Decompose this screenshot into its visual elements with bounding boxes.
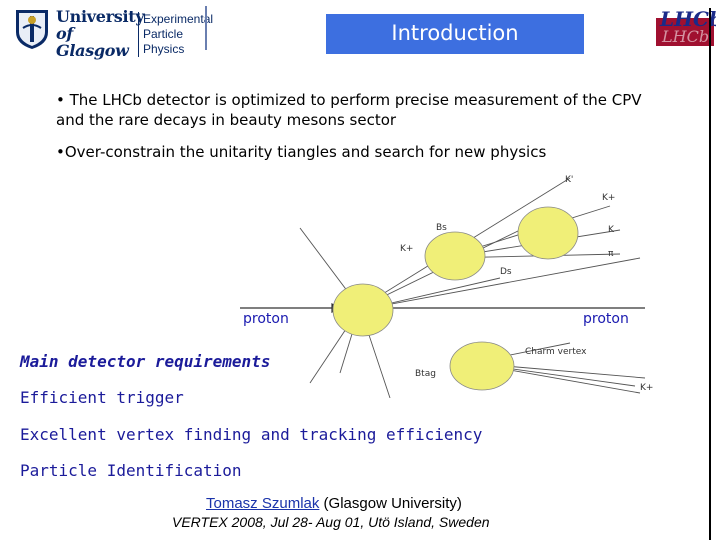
author-link[interactable]: Tomasz Szumlak: [206, 495, 320, 512]
proton-label-left: proton: [243, 311, 289, 327]
label-k-plus-top: K+: [602, 193, 615, 203]
crest-icon: [16, 10, 48, 49]
charm-vertex: [449, 341, 515, 391]
bullet-lhcb-optimization: • The LHCb detector is optimized to perf…: [56, 91, 642, 129]
label-charm-vertex: Charm vertex: [525, 347, 587, 357]
label-k-prime: K': [565, 175, 573, 185]
university-logo: University of Glasgow Experimental Parti…: [14, 8, 214, 59]
header-divider: [205, 6, 207, 50]
label-ds: Ds: [500, 267, 512, 277]
label-bs: Bs: [436, 223, 447, 233]
footer-event: VERTEX 2008, Jul 28- Aug 01, Utö Island,…: [172, 514, 490, 530]
slide-title: Introduction: [391, 21, 519, 45]
bullet-unitarity: •Over-constrain the unitarity tiangles a…: [56, 143, 547, 161]
label-k-plus-bottom: K+: [640, 383, 653, 393]
ds-decay-vertex: [517, 206, 579, 260]
requirement-item: Particle Identification: [20, 461, 242, 480]
label-k: K: [608, 225, 615, 235]
university-name: University of Glasgow: [56, 7, 145, 60]
requirements-heading: Main detector requirements: [20, 352, 271, 371]
svg-text:LHCb: LHCb: [661, 27, 709, 46]
lhcb-logo: LHCb LHCb: [656, 7, 716, 46]
author-affiliation: (Glasgow University): [319, 495, 462, 512]
footer-author: Tomasz Szumlak (Glasgow University): [206, 495, 462, 512]
right-border-rule: [709, 8, 711, 540]
department-name: Experimental Particle Physics: [138, 12, 214, 57]
requirement-item: Excellent vertex finding and tracking ef…: [20, 425, 483, 444]
title-banner: [326, 14, 584, 54]
label-btag: Btag: [415, 369, 436, 379]
proton-label-right: proton: [583, 311, 629, 327]
bs-decay-vertex: [424, 231, 486, 281]
label-pi: π: [608, 249, 614, 259]
event-topology-diagram: K' K+ Bs K+ K π Ds Charm vertex Btag K+: [240, 175, 653, 398]
lhcb-logo-text: LHCb: [659, 7, 716, 31]
requirement-item: Efficient trigger: [20, 388, 184, 407]
primary-vertex: [332, 283, 394, 337]
label-k-plus-left: K+: [400, 244, 413, 254]
